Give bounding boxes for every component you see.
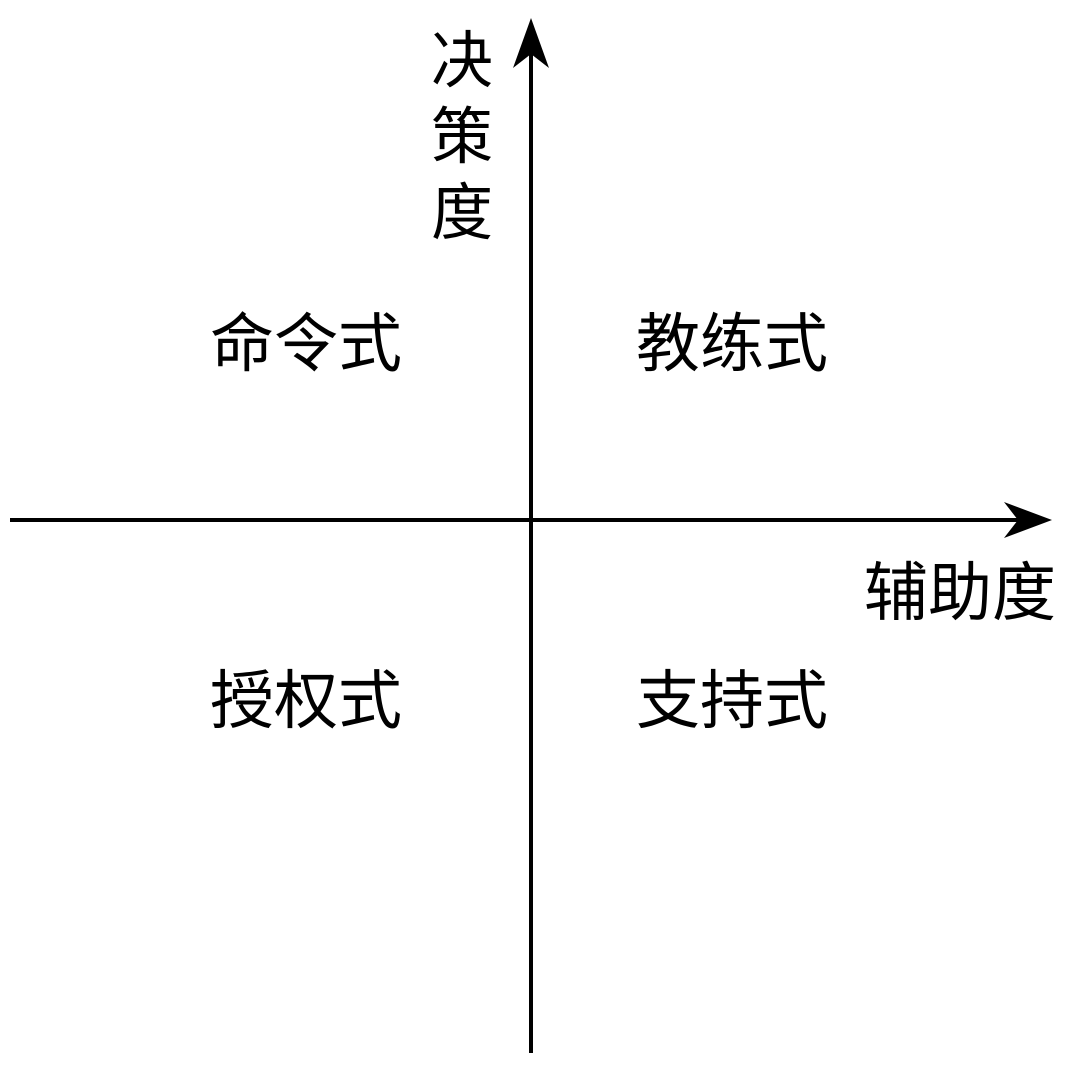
quadrant-command: 命令式 bbox=[210, 308, 402, 382]
y-axis-arrow bbox=[513, 18, 549, 68]
y-label-char: 策 bbox=[430, 100, 493, 173]
x-axis-arrow bbox=[1004, 502, 1052, 538]
x-axis-label: 辅助度 bbox=[864, 557, 1056, 631]
y-label-char: 度 bbox=[430, 176, 493, 249]
quadrant-coaching: 教练式 bbox=[636, 308, 828, 382]
y-axis-label: 决 策 度 bbox=[430, 30, 494, 258]
y-label-char: 决 bbox=[430, 24, 493, 97]
quadrant-delegating: 授权式 bbox=[210, 665, 402, 739]
quadrant-supporting: 支持式 bbox=[636, 665, 828, 739]
